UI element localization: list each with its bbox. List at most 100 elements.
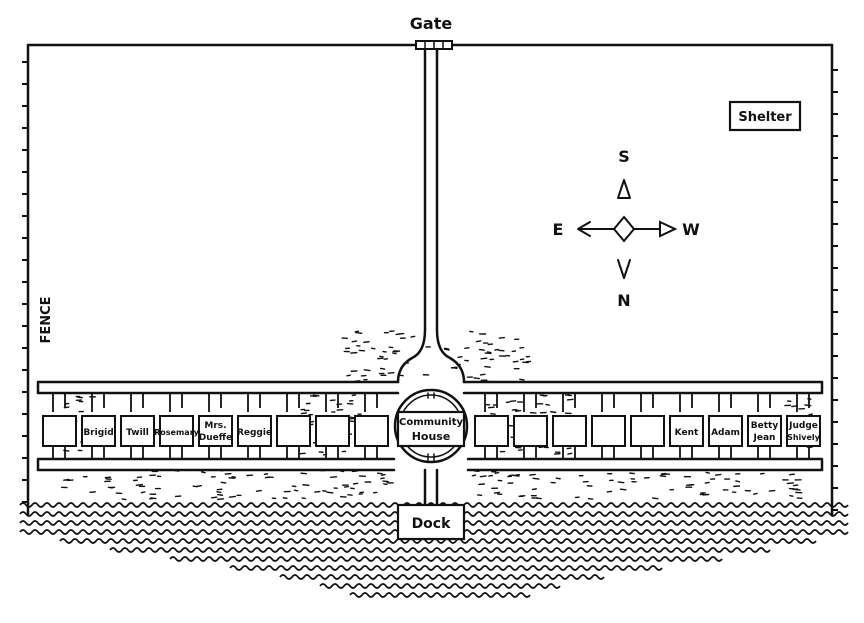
stipple-mark bbox=[343, 485, 350, 488]
house-name-line1: Reggie bbox=[237, 428, 272, 438]
stipple-mark bbox=[121, 498, 127, 501]
stipple-mark bbox=[383, 483, 388, 486]
house-right-7: Adam bbox=[708, 393, 743, 459]
stipple-mark bbox=[566, 398, 574, 401]
stipple-mark bbox=[293, 489, 299, 492]
stipple-mark bbox=[550, 411, 557, 414]
gate-label: Gate bbox=[410, 14, 453, 33]
house-right-3 bbox=[552, 393, 587, 459]
stipple-mark bbox=[478, 348, 485, 351]
stipple-mark bbox=[392, 352, 397, 355]
stipple-mark bbox=[705, 471, 710, 474]
stipple-mark bbox=[217, 498, 225, 501]
stipple-mark bbox=[382, 480, 389, 483]
stipple-mark bbox=[380, 477, 385, 480]
house-left-5: Mrs. Dueffe bbox=[198, 393, 233, 459]
fence-label: FENCE bbox=[39, 296, 54, 343]
house-name-line1: Mrs. bbox=[204, 421, 226, 431]
stipple-mark bbox=[135, 483, 143, 486]
stipple-mark bbox=[511, 408, 517, 411]
house-left-1 bbox=[42, 393, 77, 459]
stipple-mark bbox=[220, 481, 227, 484]
stipple-mark bbox=[196, 485, 203, 487]
compass-arrow-north bbox=[617, 259, 631, 279]
house-right-5 bbox=[630, 393, 665, 459]
house-name-line2: Dueffe bbox=[199, 433, 232, 443]
shelter-label: Shelter bbox=[738, 110, 792, 125]
house-name-line1: Adam bbox=[711, 428, 740, 438]
stipple-mark bbox=[352, 482, 359, 485]
house-name-line1: Rosemary bbox=[154, 428, 200, 437]
wave-line bbox=[279, 574, 605, 580]
stipple-mark bbox=[714, 473, 722, 476]
wave-line bbox=[109, 547, 771, 553]
stipple-mark bbox=[555, 477, 561, 480]
stipple-mark bbox=[314, 490, 321, 493]
compass-arrow-south bbox=[617, 179, 631, 199]
fence-posts-left bbox=[22, 61, 28, 503]
stipple-mark bbox=[475, 340, 482, 343]
stipple-mark bbox=[512, 474, 520, 477]
stipple-mark bbox=[255, 489, 262, 492]
stipple-mark bbox=[464, 347, 470, 350]
stipple-mark bbox=[329, 476, 338, 479]
stipple-mark bbox=[519, 358, 525, 361]
stipple-mark bbox=[300, 412, 308, 415]
house-left-9 bbox=[354, 393, 389, 459]
stipple-mark bbox=[457, 356, 463, 359]
stipple-mark bbox=[326, 491, 334, 494]
stipple-mark bbox=[471, 474, 477, 477]
gate bbox=[415, 40, 453, 50]
stipple-mark bbox=[387, 371, 395, 374]
stipple-mark bbox=[451, 366, 458, 370]
compass-label-east: E bbox=[553, 220, 564, 239]
dock-label: Dock bbox=[412, 516, 452, 532]
stipple-mark bbox=[302, 484, 310, 487]
stipple-mark bbox=[216, 493, 224, 496]
house-box bbox=[81, 415, 116, 447]
stipple-mark bbox=[532, 477, 540, 480]
wave-line bbox=[229, 565, 663, 571]
compass-center bbox=[612, 215, 636, 243]
house-box bbox=[237, 415, 272, 447]
house-box bbox=[591, 415, 626, 447]
compass-arrow-east bbox=[577, 221, 591, 237]
stipple-mark bbox=[529, 473, 536, 476]
stipple-mark bbox=[379, 367, 386, 370]
house-left-7 bbox=[276, 393, 311, 459]
stipple-mark bbox=[231, 476, 237, 478]
wave-line bbox=[319, 583, 561, 589]
house-right-6: Kent bbox=[669, 393, 704, 459]
stipple-mark bbox=[395, 333, 402, 336]
stipple-mark bbox=[443, 347, 450, 350]
stipple-mark bbox=[789, 494, 794, 497]
lower-road bbox=[36, 457, 824, 472]
stipple-mark bbox=[363, 341, 370, 344]
house-box bbox=[669, 415, 704, 447]
house-name-line1: Brigid bbox=[83, 428, 113, 438]
stipple-mark bbox=[355, 331, 363, 335]
stipple-mark bbox=[567, 452, 573, 455]
house-name-line1: Judge bbox=[788, 421, 818, 431]
stipple-mark bbox=[346, 374, 351, 377]
stipple-mark bbox=[443, 348, 450, 351]
compass-arrow-west bbox=[659, 220, 678, 238]
fence bbox=[22, 43, 838, 517]
house-name-line1: Kent bbox=[675, 428, 699, 438]
house-left-4: Rosemary bbox=[154, 393, 200, 459]
stipple-mark bbox=[490, 412, 496, 415]
house-box bbox=[630, 415, 665, 447]
house-left-6: Reggie bbox=[237, 393, 272, 459]
stipple-mark bbox=[494, 348, 499, 351]
house-left-2: Brigid bbox=[81, 393, 116, 459]
house-left-3: Twill bbox=[120, 393, 155, 459]
stipple-mark bbox=[479, 373, 486, 376]
house-box bbox=[474, 415, 509, 447]
house-box bbox=[513, 415, 548, 447]
stipple-mark bbox=[704, 481, 710, 484]
stipple-mark bbox=[515, 409, 522, 412]
house-box bbox=[198, 415, 233, 447]
wave-line bbox=[349, 592, 531, 598]
